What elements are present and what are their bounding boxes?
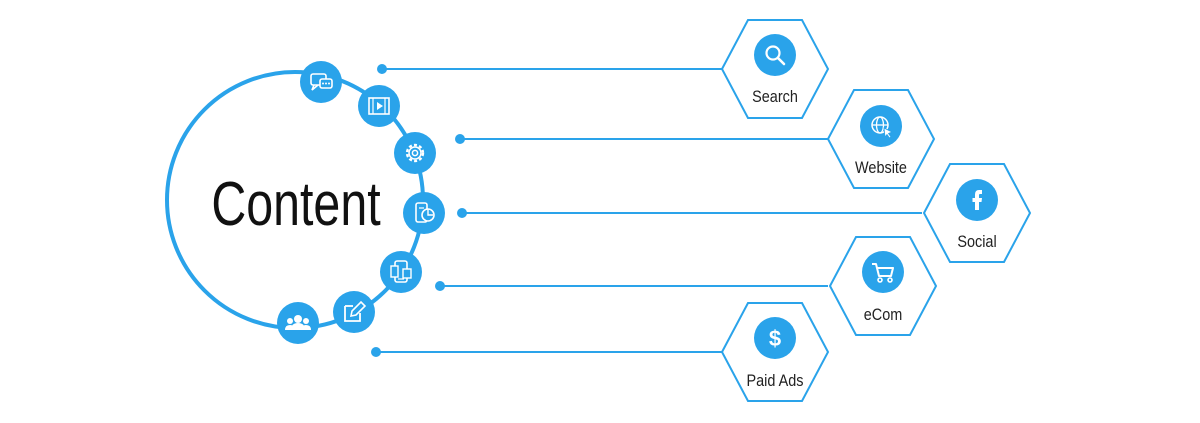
chat-bubbles-icon (300, 61, 342, 103)
connector-paid-ads (371, 347, 722, 357)
connector-website (455, 134, 828, 144)
svg-text:$: $ (769, 326, 781, 351)
devices-icon (380, 251, 422, 293)
channel-paid-ads: $ Paid Ads (720, 302, 830, 402)
gear-icon (394, 132, 436, 174)
channel-ecom: eCom (828, 236, 938, 336)
channel-label: Website (855, 159, 907, 177)
channel-social: Social (922, 163, 1032, 263)
content-title: Content (211, 169, 381, 238)
users-icon (277, 302, 319, 344)
channel-search: Search (720, 19, 830, 119)
connector-social (457, 208, 922, 218)
channel-label: Search (752, 88, 798, 106)
dollar-icon: $ (754, 317, 796, 359)
connector-ecom (435, 281, 828, 291)
mobile-analytics-icon (403, 192, 445, 234)
shopping-cart-icon (862, 251, 904, 293)
channel-website: Website (826, 89, 936, 189)
facebook-icon (956, 179, 998, 221)
edit-icon (333, 291, 375, 333)
globe-cursor-icon (860, 105, 902, 147)
video-player-icon (358, 85, 400, 127)
channel-label: Social (957, 233, 996, 251)
search-icon (754, 34, 796, 76)
channel-label: eCom (864, 306, 903, 324)
channel-label: Paid Ads (746, 372, 803, 390)
connector-search (377, 64, 722, 74)
